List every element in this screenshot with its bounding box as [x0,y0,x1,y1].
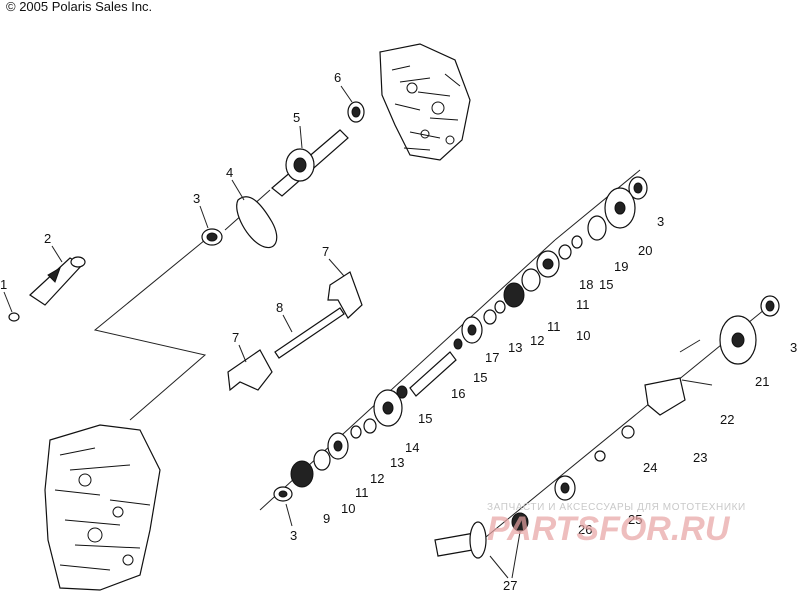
part-6-bearing [347,101,365,123]
callout-15c: 15 [418,411,432,426]
callout-7b: 7 [232,330,239,345]
callout-23: 23 [693,450,707,465]
callout-4: 4 [226,165,233,180]
callout-25: 25 [628,512,642,527]
part-1-washer [8,312,20,322]
callout-3b: 3 [657,214,664,229]
output-shaft-gears [434,315,757,559]
callout-20: 20 [638,243,652,258]
callout-3d: 3 [790,340,797,355]
callout-12b: 12 [370,471,384,486]
callout-21: 21 [755,374,769,389]
callout-11c: 11 [355,485,369,500]
callout-8: 8 [276,300,283,315]
callout-22: 22 [720,412,734,427]
partsfor-watermark: ЗАПЧАСТИ И АКСЕССУАРЫ ДЛЯ МОТОТЕХНИКИ PA… [487,502,746,548]
callout-11b: 11 [547,319,561,334]
callout-1: 1 [0,277,7,292]
part-7-fork-upper [327,271,363,319]
assembly-lines [93,169,771,551]
part-3-bearing-d [760,295,780,317]
callout-7a: 7 [322,244,329,259]
callout-5: 5 [293,110,300,125]
callout-2: 2 [44,231,51,246]
callout-13a: 13 [508,340,522,355]
callout-27: 27 [503,578,517,591]
callout-14: 14 [405,440,419,455]
callout-9: 9 [323,511,330,526]
part-5-input-shaft [271,129,349,197]
callout-15a: 15 [599,277,613,292]
part-3-bearing-c [273,486,293,502]
main-shaft-gears [290,187,636,488]
callout-labels: 1 2 3 4 5 6 7 8 7 3 20 19 15 18 11 10 11 [0,70,797,591]
callout-26: 26 [578,522,592,537]
callout-6: 6 [334,70,341,85]
part-8-shift-rod [274,307,345,359]
watermark-logo: PARTSFOR.RU [487,510,731,548]
callout-17: 17 [485,350,499,365]
transmission-case-upper [379,43,471,161]
part-3-bearing-b [628,176,648,200]
part-2-shaft [29,256,86,306]
watermark-caption: ЗАПЧАСТИ И АКСЕССУАРЫ ДЛЯ МОТОТЕХНИКИ [487,502,746,513]
callout-19: 19 [614,259,628,274]
callout-18: 18 [579,277,593,292]
callout-10b: 10 [341,501,355,516]
callout-13b: 13 [390,455,404,470]
callout-15b: 15 [473,370,487,385]
callout-10a: 10 [576,328,590,343]
copyright-notice: © 2005 Polaris Sales Inc. [6,0,153,14]
part-4-chain [236,196,278,249]
callout-12a: 12 [530,333,544,348]
callout-11a: 11 [576,297,590,312]
callout-3a: 3 [193,191,200,206]
callout-24: 24 [643,460,657,475]
callout-3c: 3 [290,528,297,543]
callout-16: 16 [451,386,465,401]
part-3-bearing-a [201,228,223,246]
part-7-fork-lower [227,349,273,392]
transmission-case-lower [44,424,161,591]
